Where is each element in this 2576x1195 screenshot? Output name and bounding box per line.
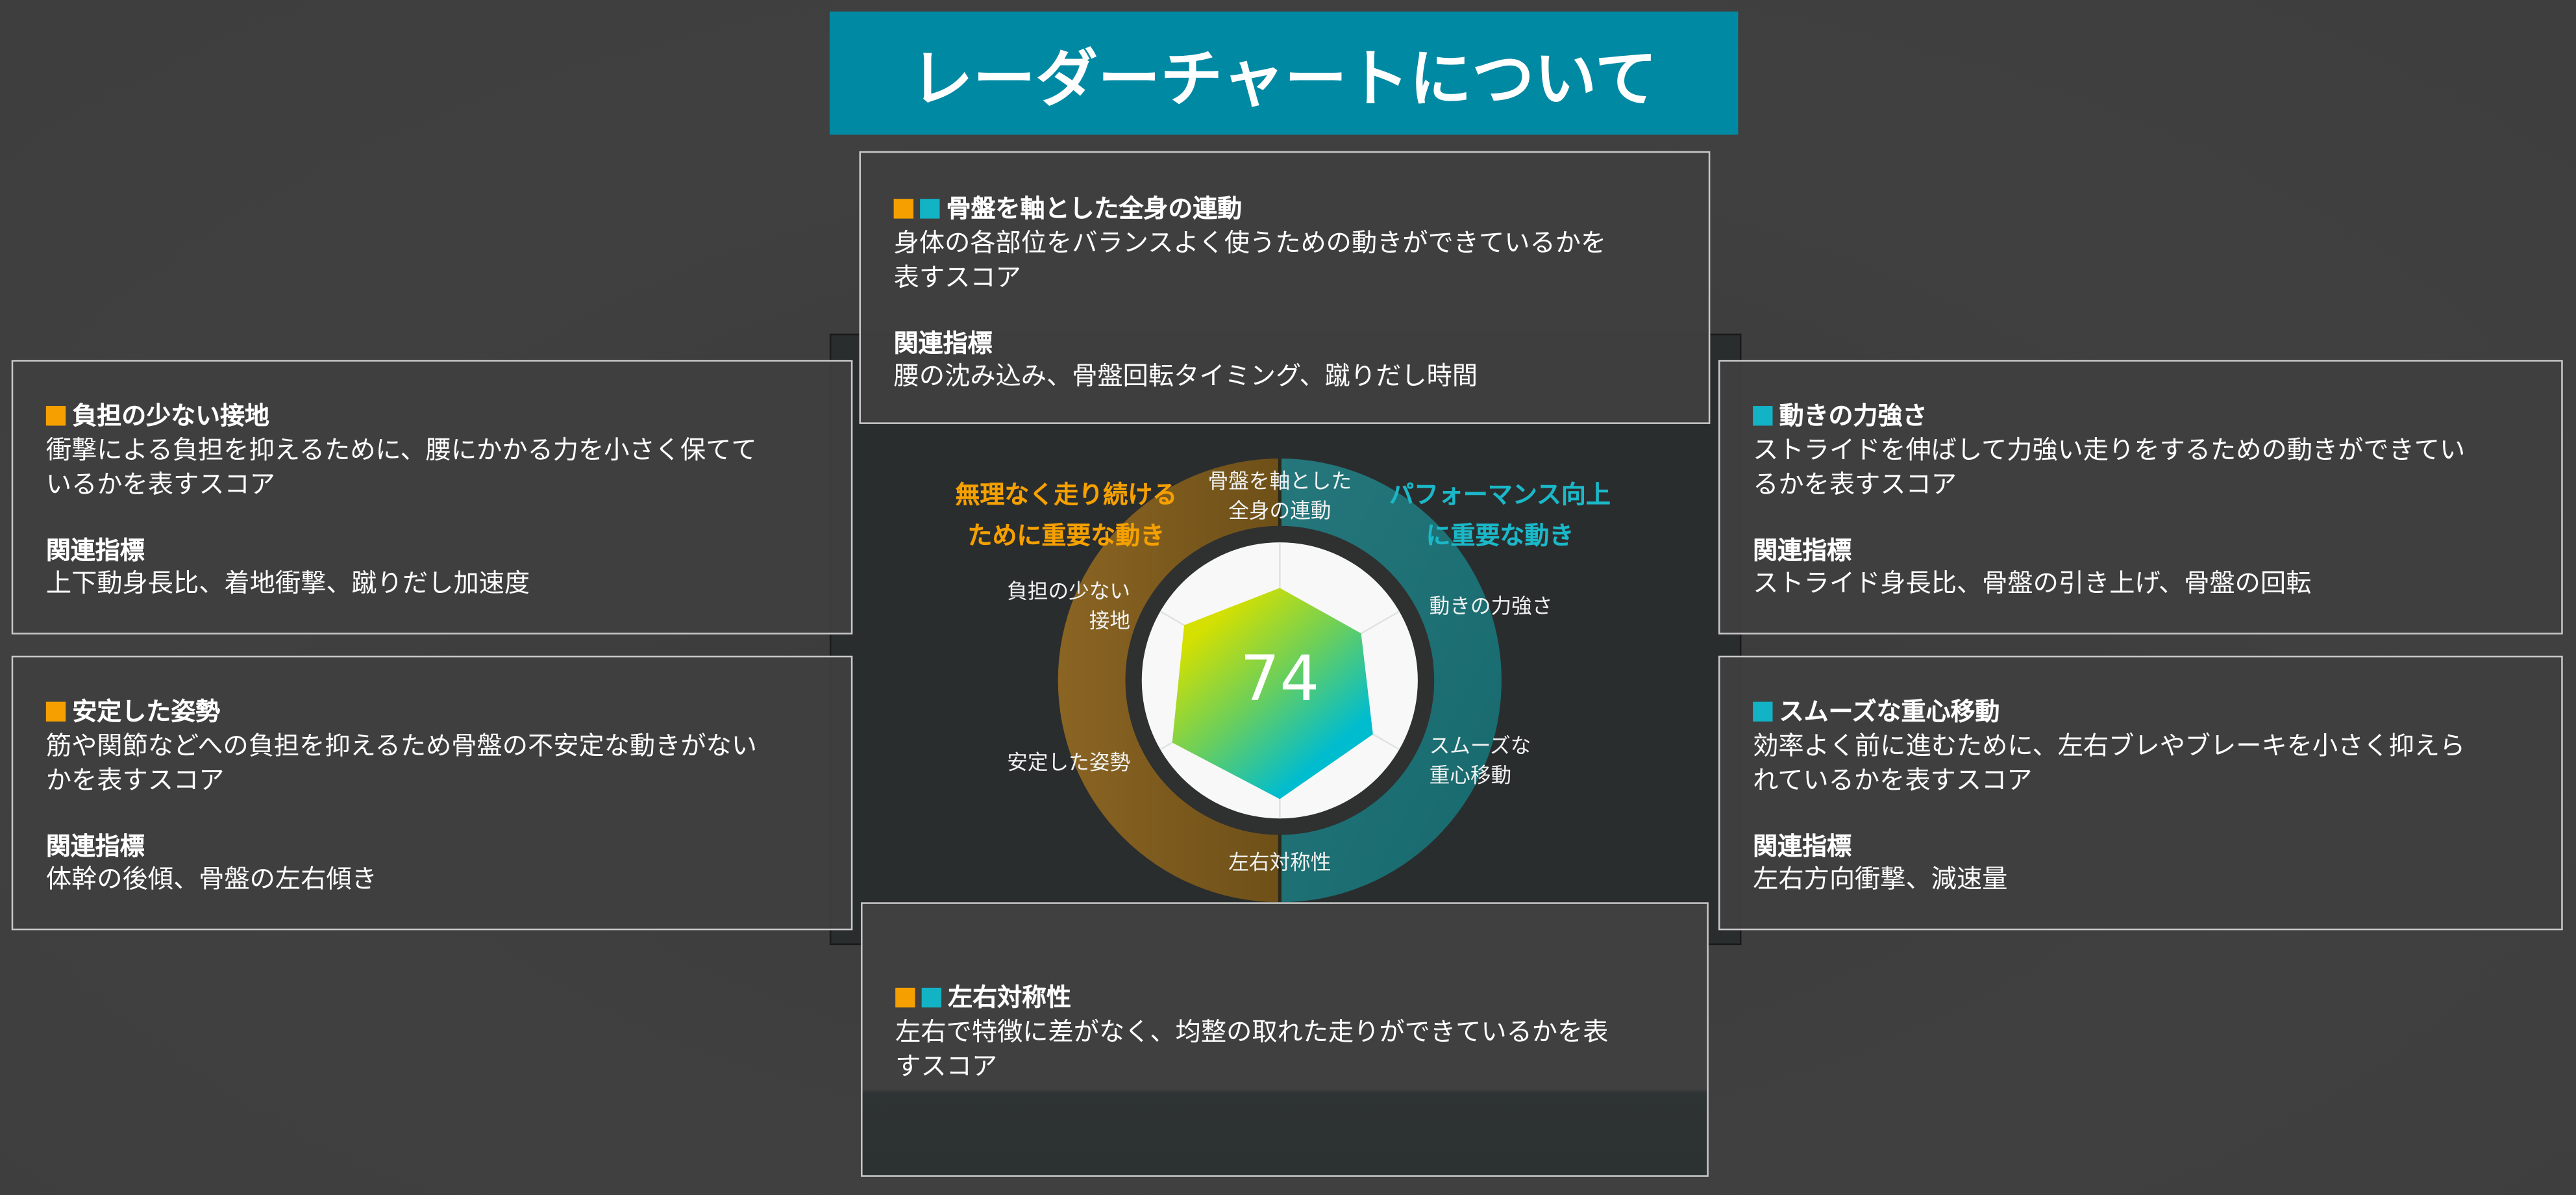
card-pelvis-linkage: 骨盤を軸とした全身の連動 身体の各部位をバランスよく使うための動きができているか…: [859, 151, 1711, 424]
card-power: 動きの力強さ ストライドを伸ばして力強い走りをするための動きができているかを表す…: [1718, 360, 2563, 635]
card-description: 筋や関節などへの負担を抑えるため骨盤の不安定な動きがないかを表すスコア: [46, 730, 851, 799]
card-stable-posture: 安定した姿勢 筋や関節などへの負担を抑えるため骨盤の不安定な動きがないかを表すス…: [11, 655, 853, 931]
card-title: 骨盤を軸とした全身の連動: [893, 192, 1709, 225]
card-description: 衝撃による負担を抑えるために、腰にかかる力を小さく保てているかを表すスコア: [46, 434, 851, 503]
card-title-text: 安定した姿勢: [72, 696, 221, 727]
axis-label-line: スムーズな: [1429, 733, 1531, 758]
axis-label-line: 左右対称性: [1228, 849, 1331, 875]
cyan-marker-icon: [1753, 406, 1773, 426]
radar-polygon: [1172, 588, 1373, 799]
related-heading: 関連指標: [1753, 831, 1852, 862]
card-low-impact-landing: 負担の少ない接地 衝撃による負担を抑えるために、腰にかかる力を小さく保てているか…: [11, 360, 853, 635]
page-title: レーダーチャートについて: [829, 11, 1739, 135]
card-description: 効率よく前に進むために、左右ブレやブレーキを小さく抑えられているかを表すスコア: [1753, 730, 2561, 799]
card-title: 左右対称性: [895, 981, 1707, 1014]
axis-label-pelvis-linkage: 骨盤を軸とした 全身の連動: [1182, 467, 1379, 526]
axis-label-power: 動きの力強さ: [1430, 592, 1553, 622]
related-metrics: ストライド身長比、骨盤の引き上げ、骨盤の回転: [1753, 568, 2312, 599]
axis-label-line: 接地: [1089, 608, 1131, 633]
related-metrics: 腰の沈み込み、骨盤回転タイミング、蹴りだし時間: [893, 361, 1478, 392]
overall-score: 74: [1240, 642, 1320, 715]
desc-line: 筋や関節などへの負担を抑えるため骨盤の不安定な動きがない: [45, 731, 758, 761]
left-group-line: ために重要な動き: [967, 521, 1165, 551]
axis-label-line: 骨盤を軸とした: [1208, 468, 1352, 494]
axis-label-line: 安定した姿勢: [1007, 749, 1131, 774]
right-group-line: パフォーマンス向上: [1389, 479, 1611, 510]
card-title-text: 負担の少ない接地: [72, 401, 270, 431]
orange-marker-icon: [895, 987, 915, 1008]
orange-marker-icon: [45, 701, 66, 722]
desc-line: 左右で特徴に差がなく、均整の取れた走りができているかを表: [895, 1017, 1609, 1047]
card-title-text: 動きの力強さ: [1779, 401, 1927, 431]
left-group-line: 無理なく走り続ける: [955, 479, 1178, 510]
related-metrics: 上下動身長比、着地衝撃、蹴りだし加速度: [45, 568, 530, 599]
card-title: スムーズな重心移動: [1753, 695, 2561, 728]
axis-label-stable-posture: 安定した姿勢: [933, 748, 1130, 777]
related-metrics: 体幹の後傾、骨盤の左右傾き: [45, 864, 377, 894]
orange-marker-icon: [893, 199, 914, 219]
desc-line: 効率よく前に進むために、左右ブレやブレーキを小さく抑えら: [1753, 731, 2466, 761]
card-symmetry: 左右対称性 左右で特徴に差がなく、均整の取れた走りができているかを表すスコア: [861, 902, 1709, 1177]
left-group-label: 無理なく走り続ける ために重要な動き: [935, 475, 1198, 557]
orange-marker-icon: [45, 406, 66, 426]
card-title-text: スムーズな重心移動: [1779, 696, 2000, 727]
axis-label-line: 重心移動: [1429, 762, 1512, 788]
right-group-label: パフォーマンス向上 に重要な動き: [1368, 475, 1631, 557]
related-heading: 関連指標: [893, 329, 993, 359]
card-title-text: 左右対称性: [948, 983, 1071, 1013]
desc-line: れているかを表すスコア: [1753, 766, 2033, 796]
card-description: 左右で特徴に差がなく、均整の取れた走りができているかを表すスコア: [895, 1016, 1707, 1085]
cyan-marker-icon: [920, 199, 940, 219]
desc-line: 表すスコア: [893, 262, 1021, 293]
desc-line: 身体の各部位をバランスよく使うための動きができているかを: [893, 228, 1607, 258]
axis-label-low-impact-landing: 負担の少ない 接地: [933, 577, 1130, 636]
axis-label-line: 全身の連動: [1228, 497, 1331, 523]
desc-line: るかを表すスコア: [1753, 470, 1957, 500]
related-metrics: 左右方向衝撃、減速量: [1753, 864, 2008, 894]
card-smooth-shift: スムーズな重心移動 効率よく前に進むために、左右ブレやブレーキを小さく抑えられて…: [1718, 655, 2563, 931]
desc-line: いるかを表すスコア: [45, 470, 275, 500]
desc-line: ストライドを伸ばして力強い走りをするための動きができてい: [1753, 435, 2466, 466]
desc-line: すスコア: [895, 1051, 998, 1082]
related-heading: 関連指標: [1753, 535, 1852, 566]
axis-label-line: 動きの力強さ: [1429, 593, 1553, 618]
card-description: 身体の各部位をバランスよく使うための動きができているかを表すスコア: [894, 227, 1709, 296]
right-group-line: に重要な動き: [1426, 521, 1574, 551]
cyan-marker-icon: [921, 987, 942, 1008]
card-title: 動きの力強さ: [1753, 399, 2561, 433]
axis-label-symmetry: 左右対称性: [1182, 848, 1379, 878]
desc-line: 衝撃による負担を抑えるために、腰にかかる力を小さく保てて: [45, 435, 757, 466]
desc-line: かを表すスコア: [45, 766, 225, 796]
card-title: 負担の少ない接地: [45, 399, 851, 433]
cyan-marker-icon: [1753, 701, 1773, 722]
axis-label-smooth-shift: スムーズな 重心移動: [1430, 731, 1531, 790]
related-heading: 関連指標: [45, 535, 145, 566]
card-description: ストライドを伸ばして力強い走りをするための動きができているかを表すスコア: [1753, 434, 2561, 503]
axis-label-line: 負担の少ない: [1007, 578, 1131, 603]
card-title: 安定した姿勢: [45, 695, 851, 728]
card-title-text: 骨盤を軸とした全身の連動: [946, 194, 1243, 224]
related-heading: 関連指標: [45, 831, 145, 862]
